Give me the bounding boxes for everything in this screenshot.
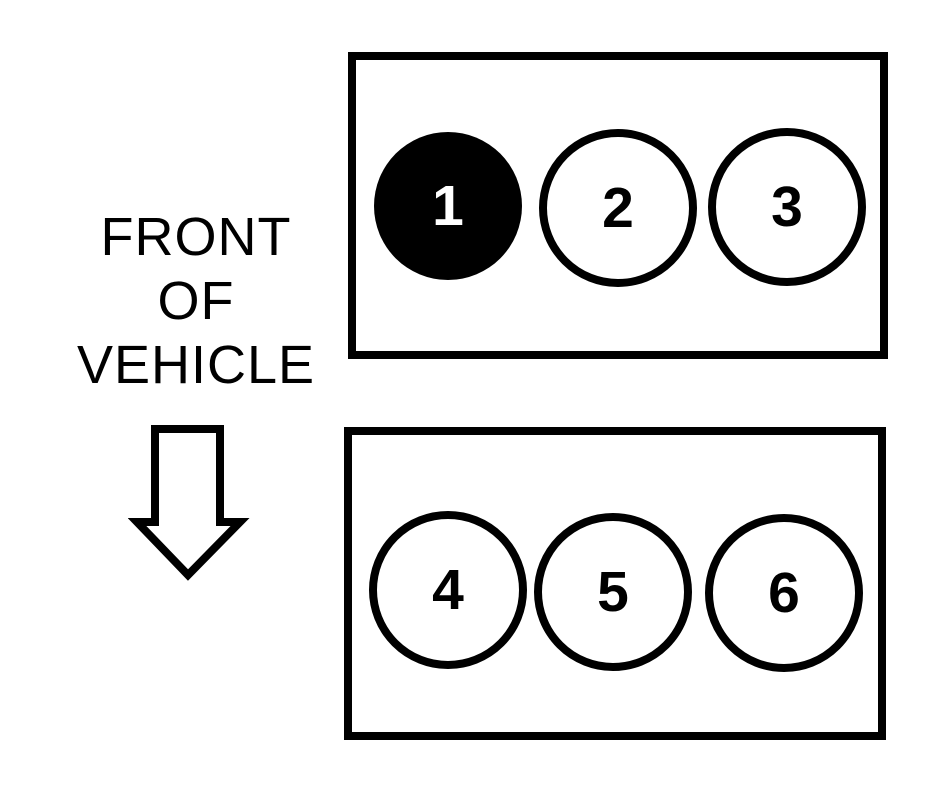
- cylinder-1: 1: [374, 132, 522, 280]
- cylinder-2: 2: [539, 129, 697, 287]
- front-of-vehicle-label: FRONT OF VEHICLE: [76, 207, 316, 395]
- cylinder-3: 3: [708, 128, 866, 286]
- cylinder-5: 5: [534, 513, 692, 671]
- cylinder-bank-bottom: 4 5 6: [344, 427, 886, 740]
- down-arrow-icon: [128, 425, 250, 581]
- cylinder-bank-top: 1 2 3: [348, 52, 888, 359]
- cylinder-4: 4: [369, 511, 527, 669]
- cylinder-6: 6: [705, 514, 863, 672]
